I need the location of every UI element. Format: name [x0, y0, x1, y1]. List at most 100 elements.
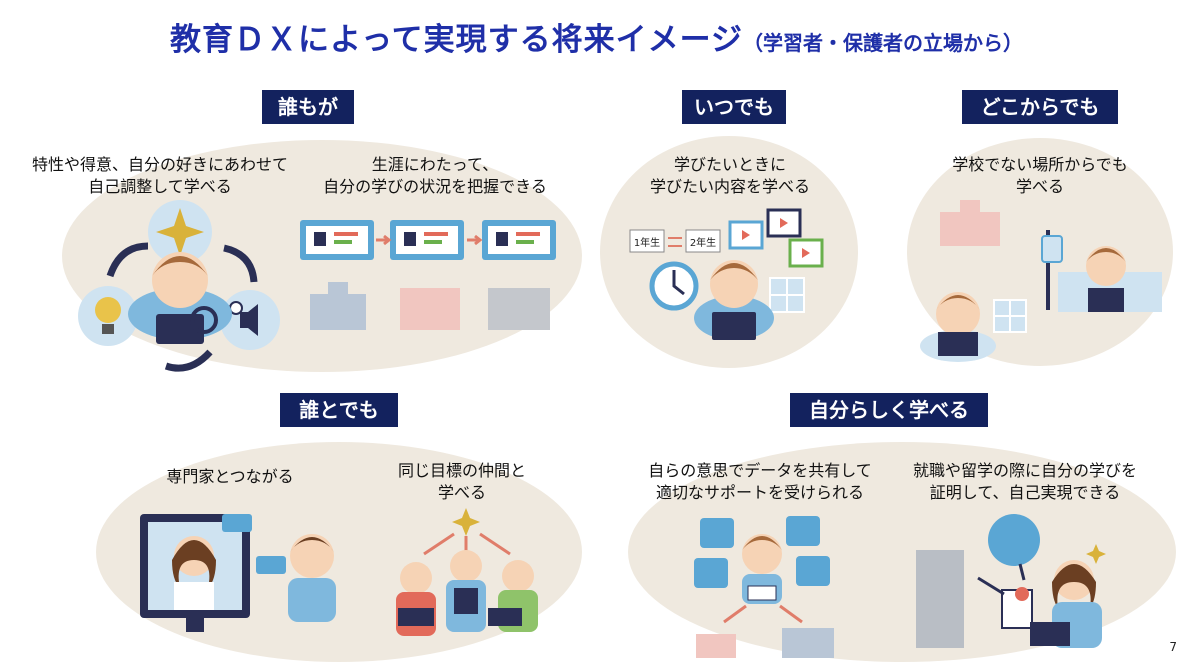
laptop-icon: [1030, 622, 1070, 646]
globe-icon: [988, 514, 1040, 566]
school-tower: [328, 282, 348, 296]
illustration-self-realization: [916, 514, 1106, 648]
student-face: [152, 252, 208, 308]
illustration-learning-records: [300, 220, 556, 330]
illustration-anywhere: [920, 200, 1162, 362]
illustration-peer-learning: [396, 508, 538, 636]
arrow-up-icon: [423, 532, 455, 556]
caption-line: 学校でない場所からでも: [952, 155, 1128, 174]
caption-line: 証明して、自己実現できる: [929, 483, 1121, 502]
arrow-down-icon: [779, 604, 803, 624]
student-hair: [710, 263, 758, 280]
cycle-arrow-icon: [106, 242, 149, 278]
cycle-arrow-icon: [164, 349, 213, 372]
caption-itsu-demo: 学びたいときに 学びたい内容を学べる: [620, 154, 840, 198]
student-face: [936, 292, 980, 336]
avatar: [404, 232, 416, 246]
school-building-icon: [310, 294, 366, 330]
bar: [334, 232, 358, 236]
caption-dare-mo-left: 特性や得意、自分の好きにあわせて 自己調整して学べる: [10, 154, 310, 198]
sparkle-icon: [1086, 544, 1106, 564]
avatar: [496, 232, 508, 246]
puzzle-checklist-icon: [694, 558, 728, 588]
arrow-right-icon: [467, 234, 483, 246]
window-frame: [770, 278, 804, 312]
book-icon: [398, 608, 434, 626]
bar: [516, 240, 534, 244]
puzzle-pie-icon: [796, 556, 830, 586]
illustration-anytime: 1年生 2年生: [629, 208, 824, 340]
peer-face: [400, 562, 432, 594]
bar: [424, 240, 442, 244]
bulb-icon: [95, 297, 121, 323]
title-main: 教育ＤＸによって実現する将来イメージ: [170, 22, 743, 58]
certificate-seal: [1015, 587, 1029, 601]
avatar: [314, 232, 326, 246]
puzzle-chart-icon: [700, 518, 734, 548]
cycle-arrow-icon: [223, 244, 258, 283]
caption-dare-to-demo-right: 同じ目標の仲間と 学べる: [372, 460, 552, 504]
play-icon: [780, 218, 788, 228]
grade-card: [685, 229, 721, 253]
clock-hands: [672, 270, 685, 296]
caption-line: 自己調整して学べる: [88, 177, 232, 196]
label-doko-kara-demo: どこからでも: [962, 90, 1118, 124]
caption-line: 適切なサポートを受けられる: [655, 483, 864, 502]
label-jibun-rashiku: 自分らしく学べる: [790, 393, 988, 427]
bar: [424, 232, 448, 236]
student-face: [742, 534, 782, 574]
swap-arrow-icon: [668, 237, 682, 247]
caption-dare-to-demo-left: 専門家とつながる: [140, 466, 320, 488]
arrow-up-icon: [479, 532, 511, 556]
play-icon: [802, 248, 810, 258]
arrow-up-icon: [977, 576, 1005, 596]
school-building-icon: [696, 634, 736, 658]
caption-jibun-rashiku-right: 就職や留学の際に自分の学びを 証明して、自己実現できる: [890, 460, 1160, 504]
office-building-icon: [782, 628, 834, 658]
bulb-base: [102, 324, 114, 334]
school-building-icon: [940, 212, 1000, 246]
iv-bag-icon: [1041, 235, 1063, 263]
caption-jibun-rashiku-left: 自らの意思でデータを共有して 適切なサポートを受けられる: [625, 460, 895, 504]
caption-line: 学びたい内容を学べる: [649, 177, 810, 196]
monitor-stand: [186, 618, 204, 632]
caption-line: 自分の学びの状況を把握できる: [323, 177, 547, 196]
laptop-icon: [1088, 288, 1124, 312]
caption-line: 学びたいときに: [673, 155, 786, 174]
window-frame: [994, 300, 1026, 332]
expert-hair: [172, 540, 216, 588]
patient-hair: [1086, 248, 1126, 262]
student-hair: [1052, 564, 1096, 608]
caption-line: 学べる: [1015, 177, 1064, 196]
caption-line: 専門家とつながる: [166, 467, 294, 486]
puzzle-milk-icon: [786, 516, 820, 546]
caption-line: 自らの意思でデータを共有して: [648, 461, 872, 480]
office-building-icon: [916, 550, 964, 648]
page-number: 7: [1169, 640, 1177, 654]
caption-line: 就職や留学の際に自分の学びを: [912, 461, 1137, 480]
page-title: 教育ＤＸによって実現する将来イメージ（学習者・保護者の立場から）: [0, 14, 1193, 59]
student-body: [288, 578, 336, 622]
caption-line: 特性や得意、自分の好きにあわせて: [31, 155, 288, 174]
illustration-data-sharing: [694, 516, 834, 658]
grade-to-label: 2年生: [690, 236, 716, 249]
arrow-down-icon: [723, 604, 747, 624]
bar: [516, 232, 540, 236]
label-dare-to-demo: 誰とでも: [280, 393, 398, 427]
school-building-icon: [400, 288, 460, 330]
tablet-icon: [747, 585, 777, 601]
play-icon: [742, 230, 750, 240]
speech-bubble-icon: [256, 556, 286, 574]
iv-stand: [1046, 230, 1050, 310]
caption-line: 生涯にわたって、: [371, 155, 499, 174]
student-face: [710, 260, 758, 308]
illustration-expert-connection: [140, 514, 336, 632]
peer-face: [450, 550, 482, 582]
student-hair: [742, 536, 782, 550]
label-dare-mo: 誰もが: [262, 90, 354, 124]
tablet-icon: [454, 588, 478, 614]
student-hair: [290, 537, 334, 552]
magnifier-icon: [190, 306, 218, 334]
speaker-icon: [240, 304, 258, 336]
laptop-icon: [938, 332, 978, 356]
